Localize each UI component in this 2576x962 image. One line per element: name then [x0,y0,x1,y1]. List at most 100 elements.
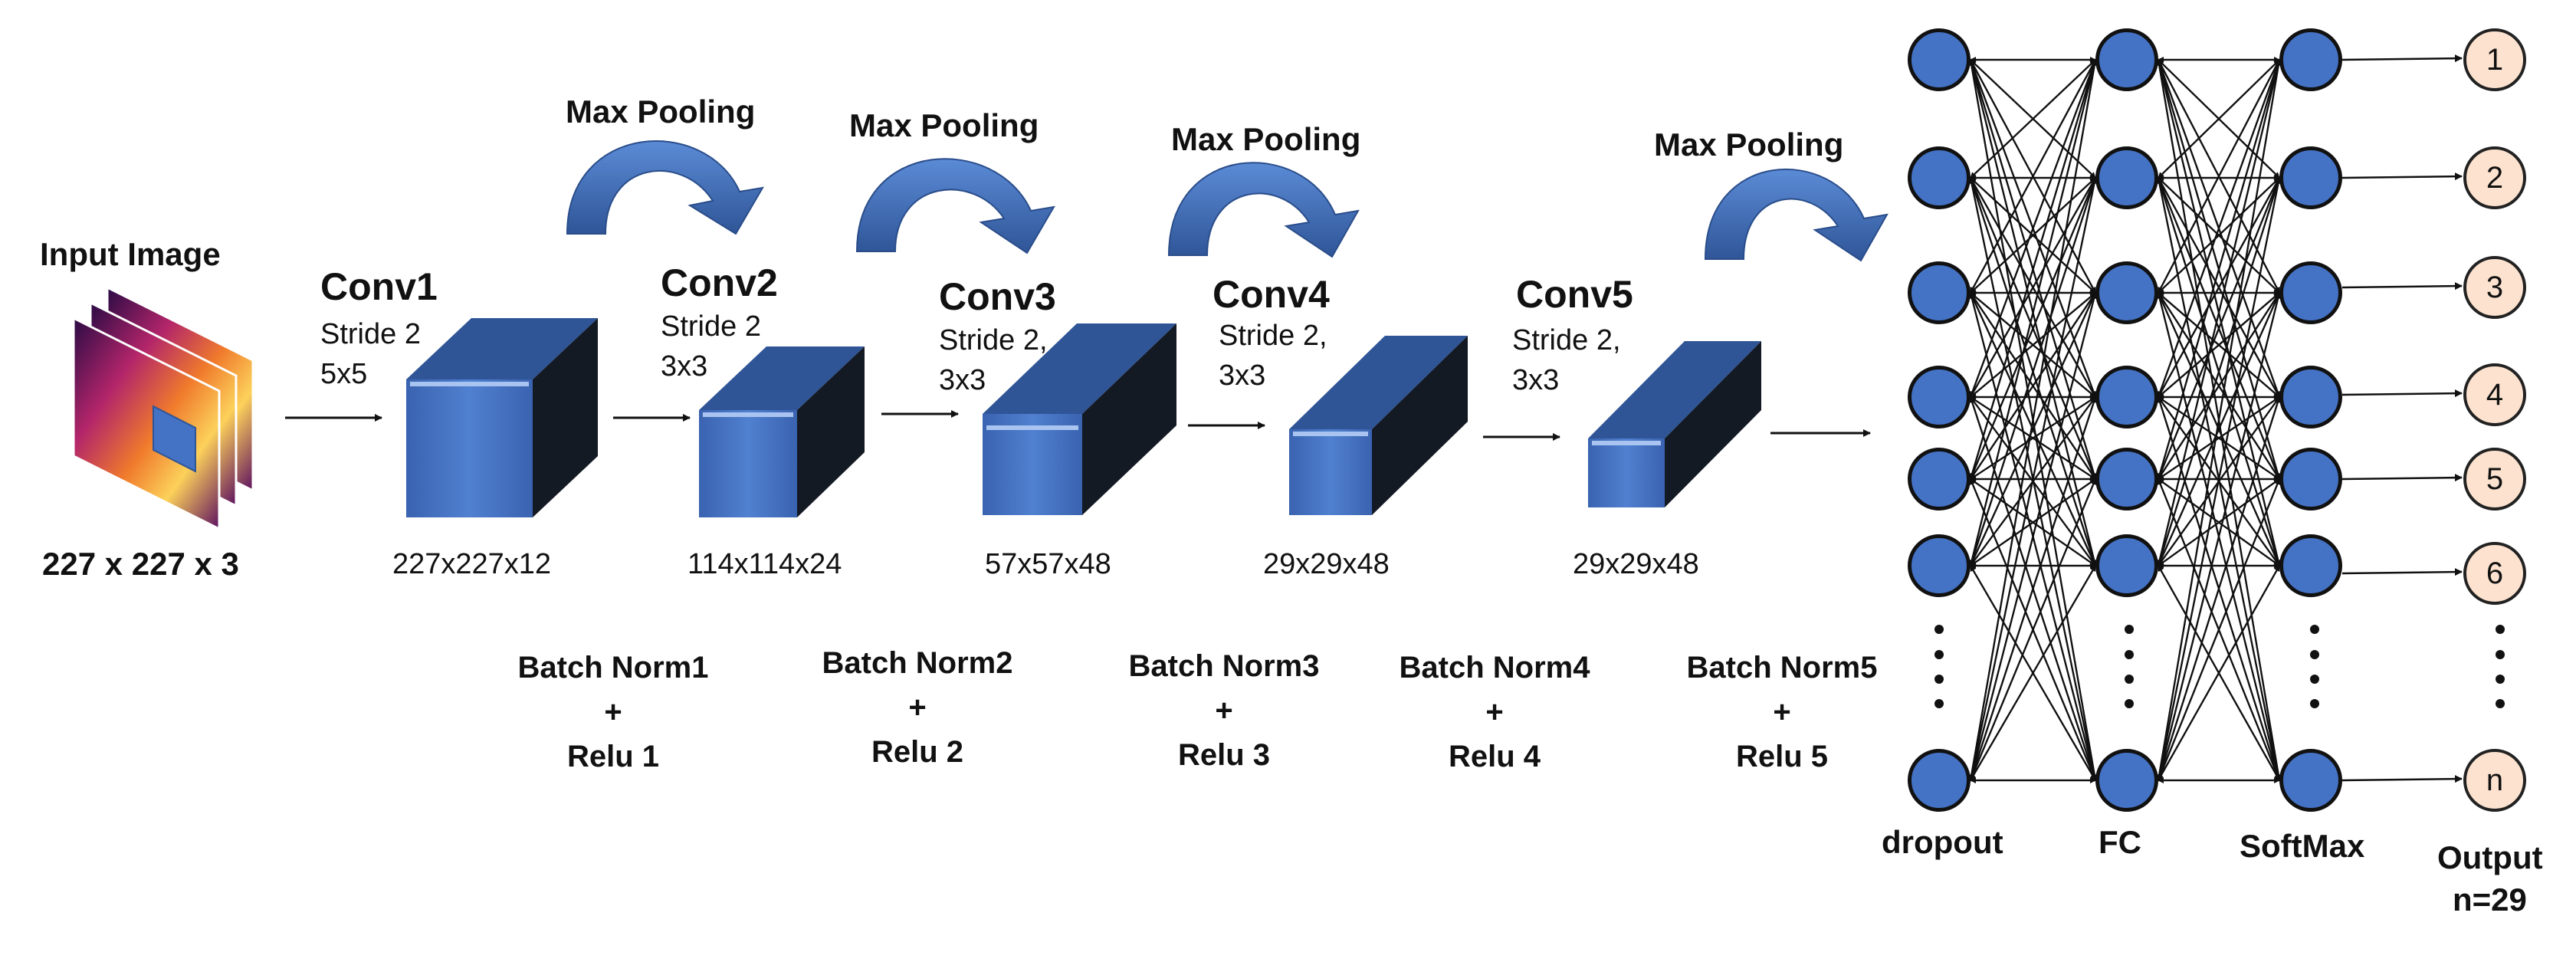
dropout-node [1908,366,1971,428]
softmax-node [2279,261,2342,324]
batch-norm-4-plus: + [1485,695,1504,729]
input-image-size: 227 x 227 x 3 [42,546,239,582]
connection-edge [2158,177,2280,294]
connection-edge [1968,59,2097,781]
connection-edge [1970,59,2096,179]
conv1-cube [406,318,598,517]
batch-norm-1-label: Batch Norm1 [517,651,709,685]
output-node-1: 1 [2463,28,2526,91]
batch-norm-2-label: Batch Norm2 [822,646,1013,680]
connection-edge [2341,54,2463,63]
connection-edge [1969,292,2097,566]
ellipsis-dot [2125,699,2134,708]
connection-edge [2341,474,2463,482]
connection-edge [2156,292,2281,781]
softmax-label: SoftMax [2240,828,2365,864]
connection-edge [1969,59,2097,398]
connection-edge [2158,292,2280,480]
batch-norm-4-label: Batch Norm4 [1399,651,1590,685]
dropout-node [1908,28,1971,91]
conv4-dim: 29x29x48 [1263,548,1390,580]
ellipsis-dot [2496,625,2505,634]
flow-arrows [285,410,1871,441]
ellipsis-dot [2310,675,2319,684]
connection-edge [1970,292,2096,480]
dropout-label: dropout [1882,824,2003,860]
output-node-4: 4 [2463,363,2526,426]
output-node-3: 3 [2463,256,2526,319]
relu-5-label: Relu 5 [1735,740,1829,773]
softmax-node [2279,28,2342,91]
connection-edge [1968,292,2097,781]
fc-node [2095,366,2158,428]
conv2-title: Conv2 [661,261,778,304]
connection-edge [2158,565,2280,781]
batch-norm-3-plus: + [1215,694,1233,727]
conv5-stride: Stride 2, [1512,324,1621,356]
pooling-arrows [566,140,1889,262]
conv1-title: Conv1 [320,265,438,308]
conv2-stride: Stride 2 [661,310,761,343]
connection-edge [2158,59,2280,179]
connection-edge [2157,478,2281,781]
softmax-node [2279,366,2342,428]
conv3-stride: Stride 2, [939,324,1048,356]
network-connections [1968,57,2282,783]
batch-norm-5-plus: + [1773,695,1791,729]
fc-node [2095,749,2158,812]
relu-1-label: Relu 1 [566,740,660,773]
batch-norm-5-label: Batch Norm5 [1686,651,1878,685]
softmax-node [2279,146,2342,209]
ellipsis-dot [1934,650,1944,659]
max-pooling-label-4: Max Pooling [1654,126,1844,163]
conv4-kernel: 3x3 [1219,360,1266,392]
fc-label: FC [2099,824,2141,860]
output-arrows [2341,54,2463,783]
connection-edge [1970,59,2096,294]
connection-edge [1969,478,2097,781]
max-pooling-label-3: Max Pooling [1171,121,1361,157]
batch-norm-block-2: Batch Norm2 + Relu 2 [814,641,1021,774]
connection-edge [2341,282,2463,291]
ellipsis-dot [2496,699,2505,708]
output-label: Output [2437,839,2543,875]
batch-norm-block-5: Batch Norm5 + Relu 5 [1679,645,1885,779]
relu-3-label: Relu 3 [1177,738,1271,772]
fc-node [2095,534,2158,597]
softmax-node [2279,749,2342,812]
conv5-title: Conv5 [1516,273,1633,316]
connection-edge [2158,59,2280,294]
connection-edge [1969,177,2097,566]
batch-norm-block-3: Batch Norm3 + Relu 3 [1121,644,1327,777]
conv5-dim: 29x29x48 [1573,548,1699,580]
fc-node [2095,261,2158,324]
conv2-cube [699,346,865,517]
max-pooling-label-1: Max Pooling [566,94,756,130]
ellipsis-dot [2310,625,2319,634]
fc-node [2095,28,2158,91]
connection-edge [1968,59,2097,566]
batch-norm-3-label: Batch Norm3 [1128,649,1320,683]
connection-edge [1970,396,2096,480]
batch-norm-block-1: Batch Norm1 + Relu 1 [510,645,717,779]
connection-edge [2157,177,2281,566]
ellipsis-dot [1934,675,1944,684]
connection-edge [2157,396,2281,781]
fc-node [2095,146,2158,209]
connection-edge [2157,59,2281,398]
connection-edge [2157,177,2281,480]
relu-2-label: Relu 2 [871,735,964,769]
input-image-title: Input Image [40,236,221,272]
conv5-kernel: 3x3 [1512,364,1560,396]
max-pooling-label-2: Max Pooling [849,107,1039,143]
output-node-2: 2 [2463,146,2526,209]
conv1-dim: 227x227x12 [392,548,552,580]
ellipsis-dot [1934,625,1944,634]
connection-edge [1969,59,2097,480]
dropout-node [1908,534,1971,597]
conv5-cube [1588,341,1761,507]
conv2-kernel: 3x3 [661,350,708,383]
softmax-node [2279,534,2342,597]
connection-edge [2158,292,2280,398]
